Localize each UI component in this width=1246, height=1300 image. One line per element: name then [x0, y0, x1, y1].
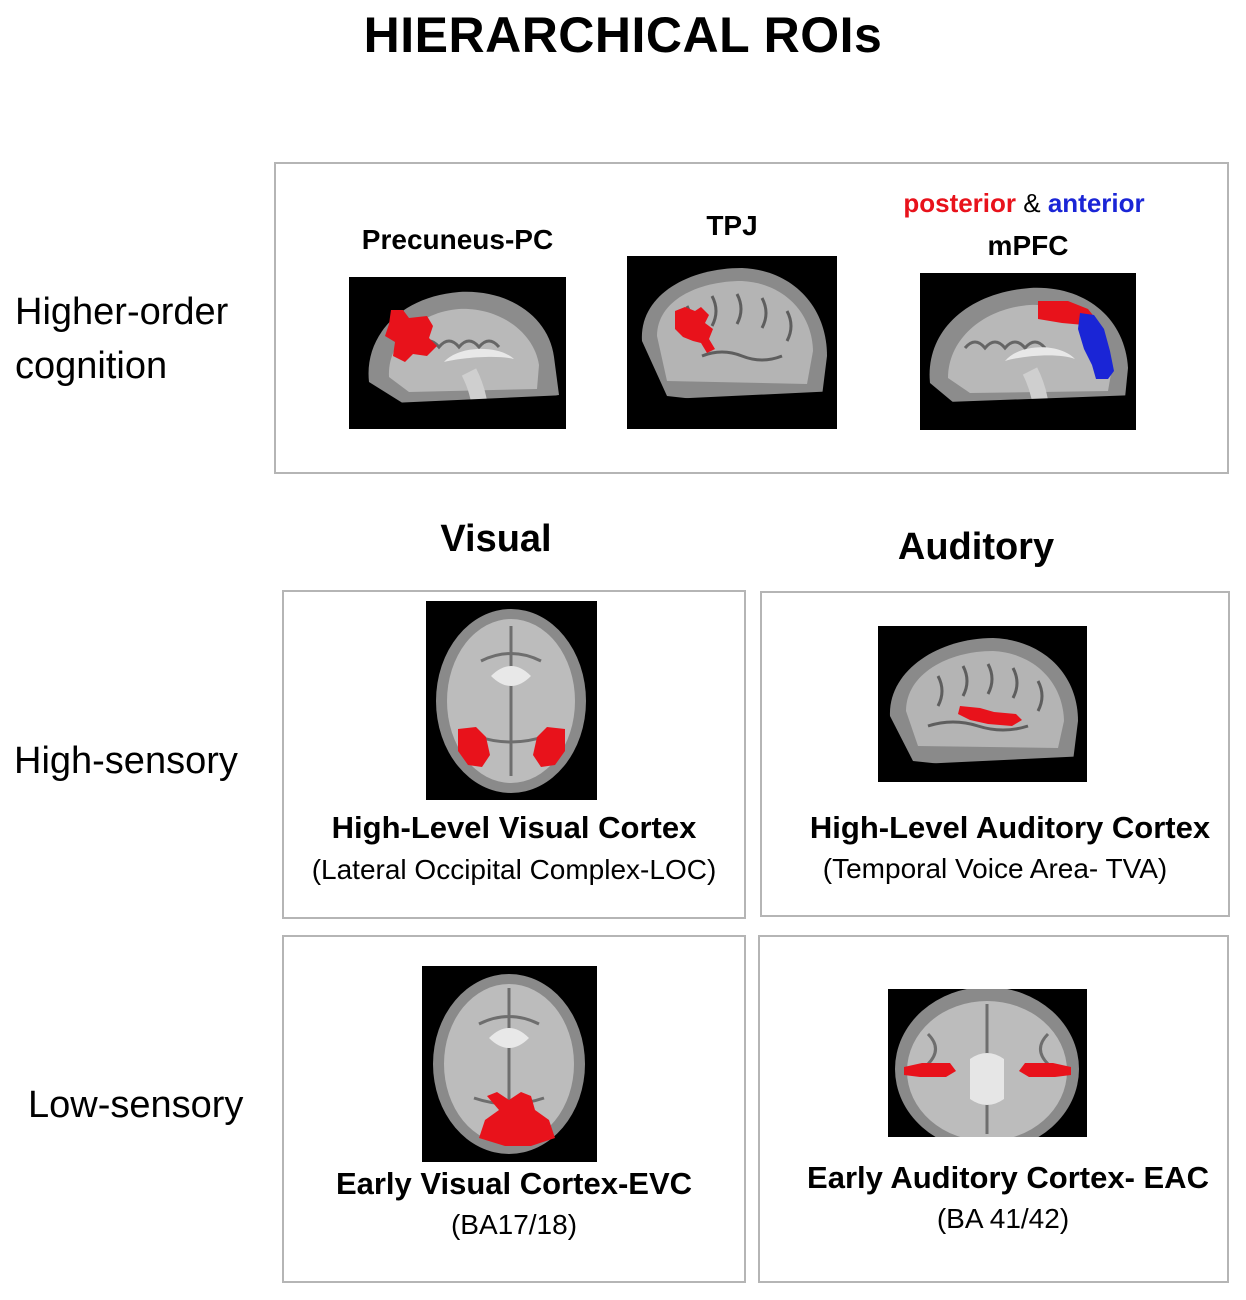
row-label-higher-order: Higher-order cognition: [15, 291, 229, 387]
mpfc-brain-image: [920, 273, 1136, 430]
mpfc-legend: posterior & anterior: [897, 188, 1151, 219]
mpfc-posterior-label: posterior: [903, 188, 1017, 218]
high-visual-label: High-Level Visual Cortex: [331, 810, 697, 845]
tpj-label: TPJ: [706, 210, 758, 241]
mpfc-anterior-label: anterior: [1047, 188, 1145, 218]
tpj-brain-image: [627, 256, 837, 429]
high-visual-brain-image: [426, 601, 597, 800]
mpfc-label: mPFC: [987, 230, 1069, 261]
low-visual-brain-image: [422, 966, 597, 1162]
low-visual-label: Early Visual Cortex-EVC: [335, 1166, 693, 1201]
low-auditory-brain-image: [888, 989, 1087, 1137]
column-heading-auditory: Auditory: [897, 526, 1055, 568]
column-heading-visual: Visual: [440, 518, 552, 560]
precuneus-brain-image: [349, 277, 566, 429]
low-auditory-label: Early Auditory Cortex- EAC: [807, 1160, 1209, 1195]
row-label-low-sensory: Low-sensory: [28, 1084, 244, 1126]
high-auditory-sublabel: (Temporal Voice Area- TVA): [822, 853, 1168, 884]
low-auditory-sublabel: (BA 41/42): [936, 1203, 1070, 1234]
high-visual-sublabel: (Lateral Occipital Complex-LOC): [311, 854, 717, 885]
high-auditory-brain-image: [878, 626, 1087, 782]
row-label-high-sensory: High-sensory: [14, 740, 238, 782]
high-auditory-label: High-Level Auditory Cortex: [809, 810, 1211, 845]
mpfc-ampersand: &: [1023, 188, 1041, 218]
precuneus-label: Precuneus-PC: [361, 224, 554, 255]
figure-title: HIERARCHICAL ROIs: [363, 7, 883, 63]
low-visual-sublabel: (BA17/18): [450, 1209, 578, 1240]
